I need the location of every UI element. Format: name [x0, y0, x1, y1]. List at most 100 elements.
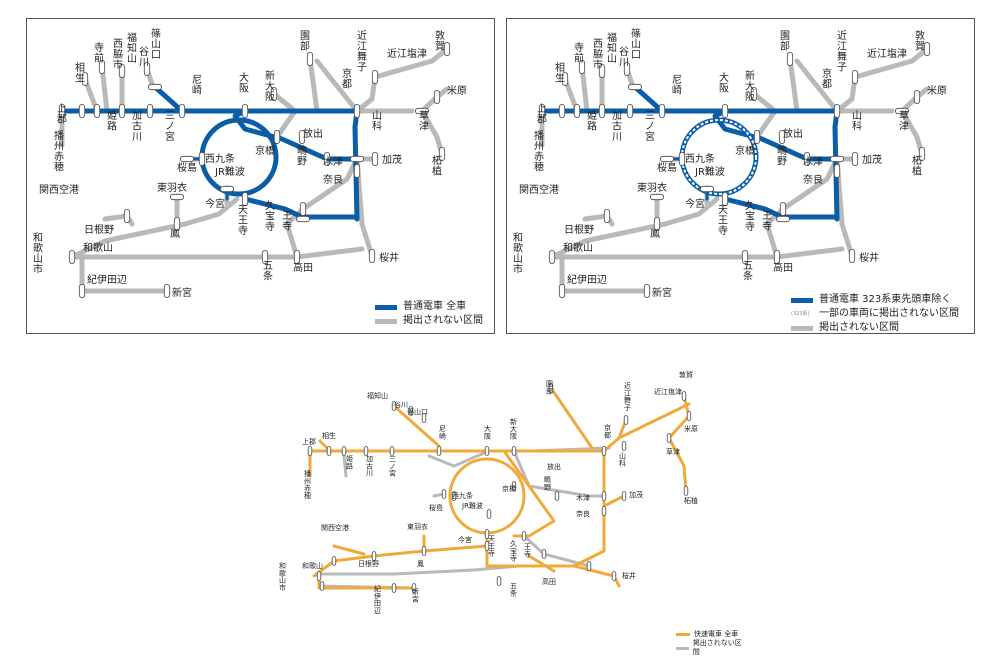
- station-marker: [438, 146, 446, 161]
- legend-label: 掲出されない区間: [403, 315, 483, 326]
- station-marker: [578, 60, 586, 75]
- station-marker: [558, 104, 566, 119]
- station-label-sasayamaguchi: 篠山口: [151, 27, 161, 61]
- route-map-rapid: 上郡播州赤穂相生姫路加古川三ノ宮福知山谷川篠山口尼崎大阪新大阪園部京都近江舞子近…: [279, 370, 698, 615]
- station-label-omi_maiko: 近江舞子: [837, 29, 847, 74]
- station-label-shingu: 新宮: [172, 286, 192, 299]
- station-marker: [93, 104, 101, 119]
- station-marker: [721, 191, 729, 206]
- station-marker: [851, 151, 859, 166]
- station-marker: [554, 491, 560, 501]
- route-gray: [549, 196, 720, 260]
- station-label-tsuruga: 敦賀: [435, 29, 445, 53]
- station-label-kamigori: 上郡: [57, 103, 67, 126]
- station-marker: [658, 104, 666, 119]
- station-marker: [371, 151, 379, 166]
- station-marker: [78, 283, 86, 298]
- route-blue: [632, 84, 665, 114]
- station-label-kakogawa: 加古川: [366, 454, 373, 478]
- station-marker: [179, 155, 194, 163]
- station-marker: [298, 130, 306, 145]
- legend-swatch-orange: [676, 633, 690, 636]
- station-label-himeji: 姫路: [346, 454, 353, 470]
- legend-local-all: 普通電車 全車 掲出されない区間: [375, 300, 483, 328]
- station-marker: [786, 52, 794, 67]
- station-marker: [598, 104, 606, 119]
- route-gray: [549, 246, 845, 260]
- station-marker: [261, 249, 269, 264]
- station-label-tsuge: 柘植: [432, 154, 442, 178]
- route-blue: [722, 196, 840, 220]
- map-panel-local-all: 上郡播州赤穂相生寺前西脇市福知山谷川篠山口姫路加古川三ノ宮尼崎大阪新大阪園部京都…: [26, 18, 495, 334]
- station-label-nara: 奈良: [803, 173, 823, 186]
- station-marker: [411, 583, 417, 593]
- station-marker: [58, 104, 66, 119]
- station-marker: [741, 249, 749, 264]
- station-label-hineno: 日根野: [564, 223, 594, 236]
- station-marker: [484, 529, 490, 539]
- station-label-oji: 王寺: [282, 211, 292, 233]
- station-label-tanigawa: 谷川: [139, 46, 149, 69]
- station-label-takada: 高田: [293, 261, 313, 274]
- station-label-kyoto: 京都: [604, 423, 611, 439]
- station-marker: [923, 41, 931, 56]
- route-gray: [834, 74, 858, 114]
- station-marker: [316, 571, 322, 581]
- station-label-maibara: 米原: [447, 84, 467, 97]
- station-label-tennoji: 天王寺: [488, 535, 495, 558]
- station-marker: [484, 541, 490, 551]
- station-label-himeji: 姫路: [587, 109, 597, 133]
- station-label-otori: 鳳: [650, 228, 660, 240]
- station-label-tennoji: 天王寺: [718, 205, 728, 237]
- route-map-local-all: 上郡播州赤穂相生寺前西脇市福知山谷川篠山口姫路加古川三ノ宮尼崎大阪新大阪園部京都…: [33, 27, 467, 299]
- station-marker: [653, 216, 661, 231]
- legend-local-323: 普通電車 323系東先頭車除く (323系)一部の車両に掲出されない区間 掲出さ…: [791, 293, 959, 335]
- station-marker: [173, 216, 181, 231]
- station-label-hanaten: 放出: [783, 127, 803, 140]
- station-label-nishiwakishi: 西脇市: [593, 39, 603, 71]
- station-marker: [443, 41, 451, 56]
- legend-swatch-gray: [791, 325, 813, 331]
- station-label-kansai_airport: 関西空港: [39, 183, 79, 196]
- station-label-shigino: 鴫野: [777, 144, 787, 168]
- route-blue: [152, 84, 185, 114]
- station-marker: [721, 104, 729, 119]
- route-orange: [332, 544, 366, 556]
- legend-tiny-note: (323系): [791, 311, 810, 317]
- station-marker: [436, 446, 442, 456]
- station-marker: [621, 441, 627, 451]
- station-label-gojo: 五条: [510, 582, 517, 597]
- station-label-kamigori: 上郡: [302, 437, 316, 446]
- station-label-shingu: 新宮: [412, 587, 419, 603]
- station-label-otori: 鳳: [417, 560, 424, 568]
- station-marker: [598, 64, 606, 79]
- station-label-nishikujo: 西九条: [452, 491, 473, 500]
- station-label-kamo: 加茂: [629, 490, 643, 499]
- station-label-omi_shiotsu: 近江塩津: [867, 47, 907, 60]
- station-marker: [538, 104, 546, 119]
- station-label-kyuhoji: 久宝寺: [265, 200, 275, 233]
- station-marker: [511, 481, 517, 491]
- station-marker: [775, 215, 790, 223]
- station-label-kii_tanabe: 紀伊田辺: [374, 584, 381, 615]
- station-label-amagasaki: 尼崎: [439, 425, 446, 440]
- station-label-shin_osaka: 新大阪: [510, 417, 517, 441]
- station-label-sonobe: 園部: [546, 380, 553, 395]
- station-label-wakayamashi: 和歌山市: [33, 232, 43, 276]
- station-marker: [389, 446, 395, 456]
- station-marker: [678, 151, 686, 166]
- station-marker: [753, 130, 761, 145]
- station-marker: [913, 90, 921, 105]
- station-label-tsuruga: 敦賀: [915, 29, 925, 53]
- station-label-tanigawa: 谷川: [619, 46, 629, 69]
- station-label-wakayamashi: 和歌山市: [513, 232, 523, 276]
- route-orange: [602, 494, 626, 508]
- station-marker: [163, 283, 171, 298]
- route-map-local-323: 上郡播州赤穂相生寺前西脇市福知山谷川篠山口姫路加古川三ノ宮尼崎大阪新大阪園部京都…: [513, 27, 947, 299]
- station-label-hanaten: 放出: [547, 462, 561, 471]
- station-label-fukuchiyama: 福知山: [367, 391, 388, 400]
- station-label-kyoto: 京都: [822, 67, 832, 91]
- station-marker: [586, 561, 592, 571]
- station-marker: [306, 52, 314, 67]
- station-marker: [326, 446, 332, 456]
